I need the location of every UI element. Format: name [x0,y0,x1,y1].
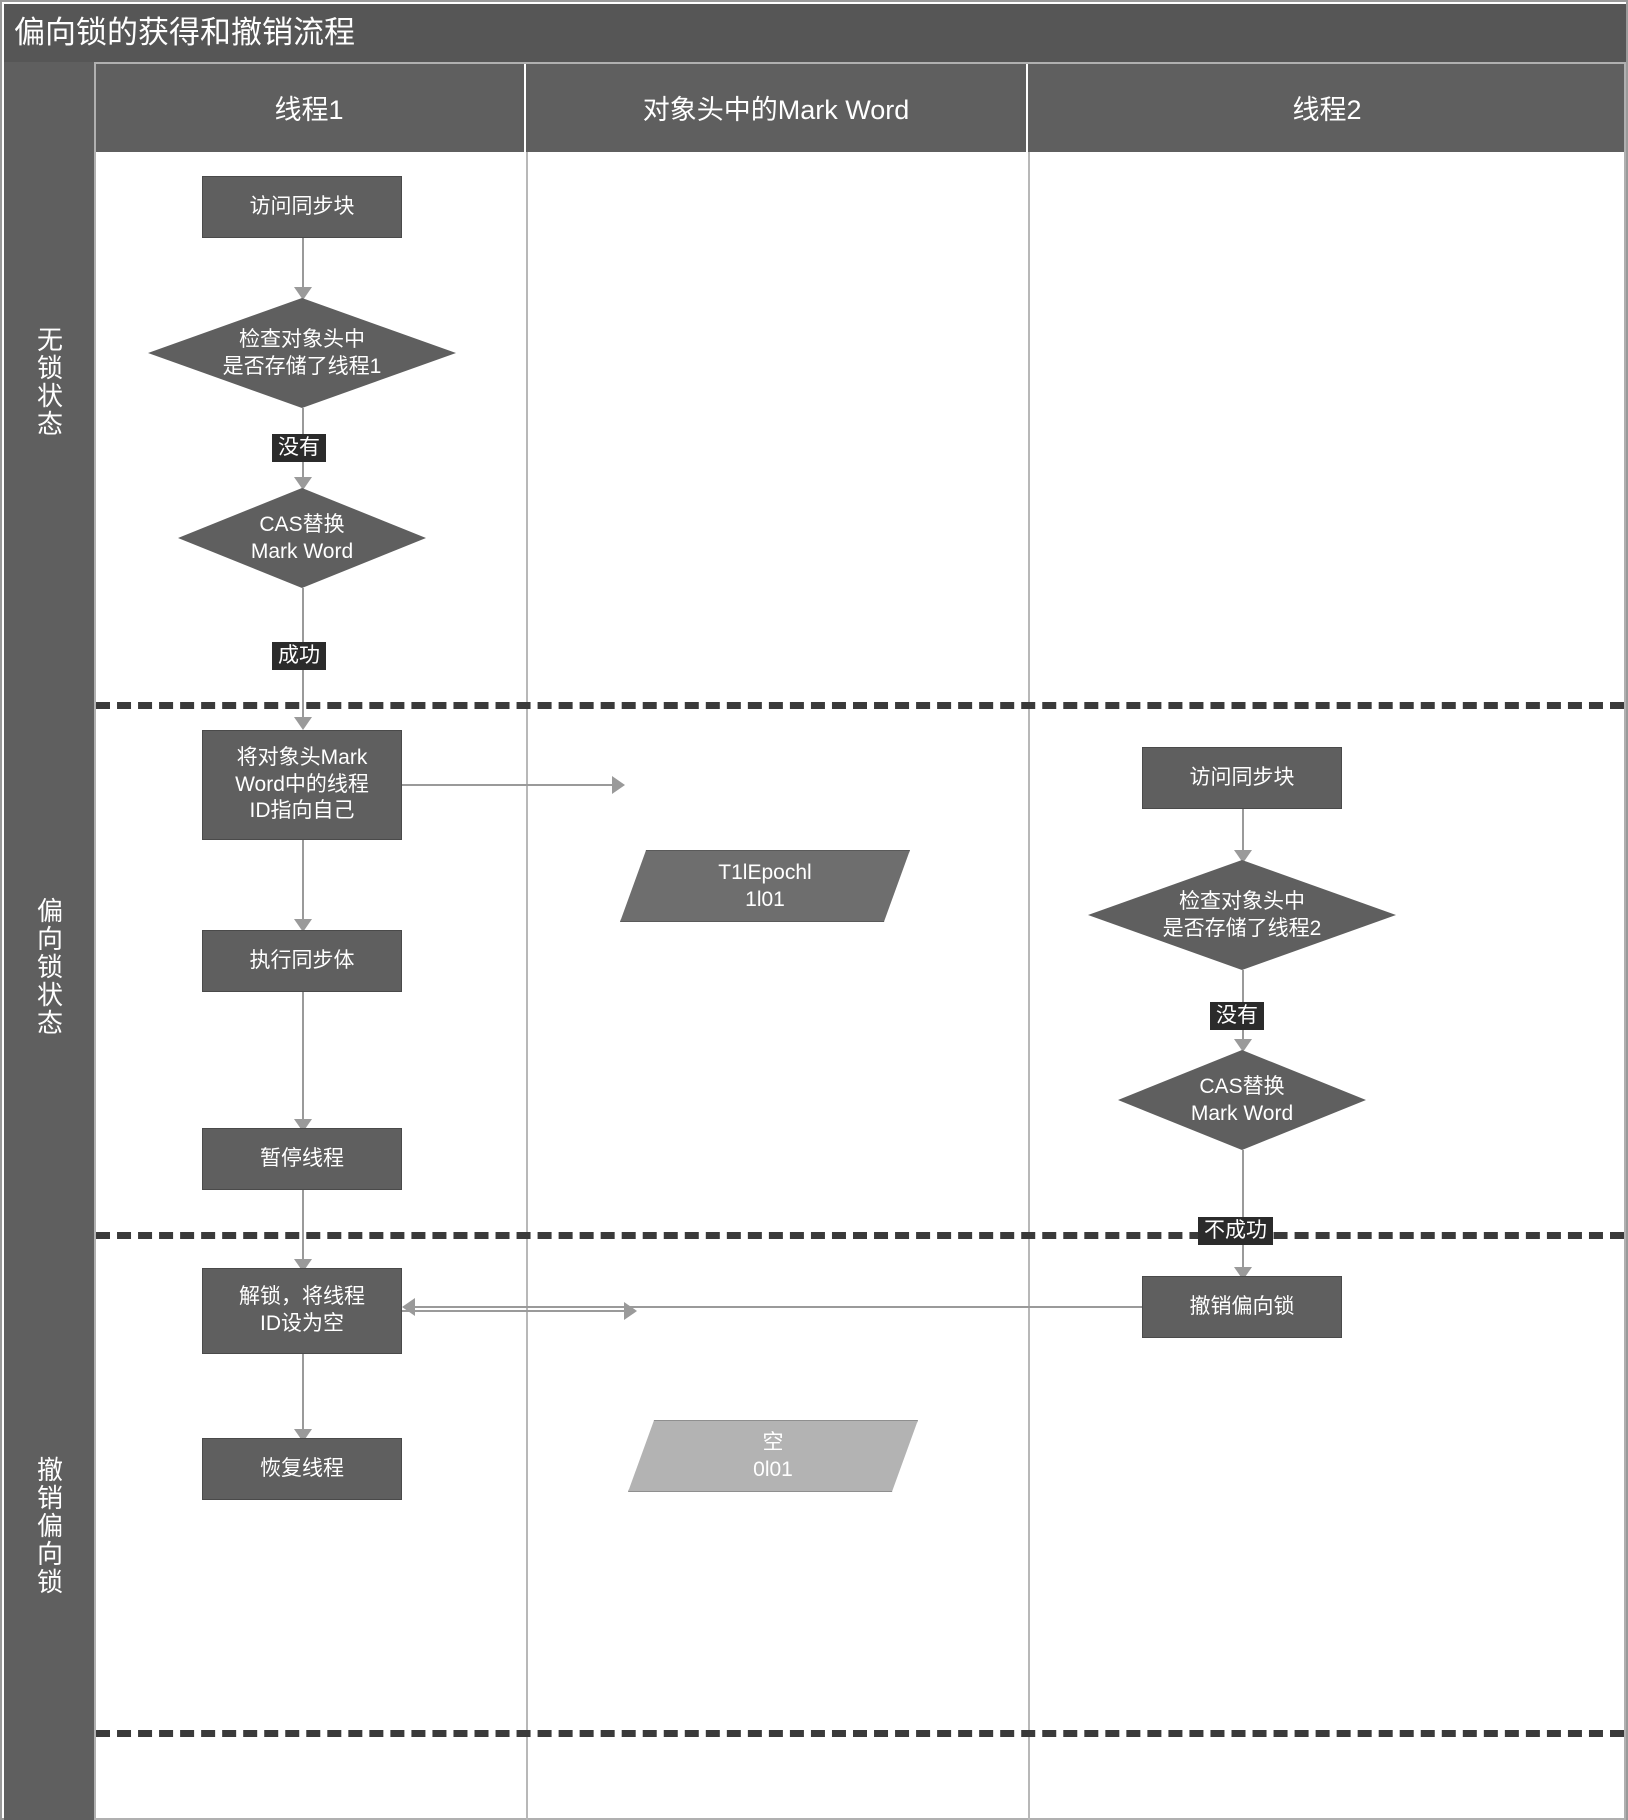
column-header-thread1-label: 线程1 [274,94,344,125]
node-t2-revoke-biased-lock-label: 撤销偏向锁 [1189,1294,1295,1318]
node-t1-resume-thread[interactable]: 恢复线程 [202,1438,402,1500]
node-markword-biased-line1: T1lEpochl [718,860,812,884]
node-markword-empty-line1: 空 [762,1430,784,1454]
node-t1-check-thread-id[interactable]: 检查对象头中 是否存储了线程1 [148,298,456,408]
arrowhead-t1-cas-to-point-self [294,717,312,730]
node-t2-check-line2: 是否存储了线程2 [1162,917,1322,940]
node-t2-check-line1: 检查对象头中 [1179,889,1305,913]
node-t1-access-sync-block-label: 访问同步块 [249,194,355,218]
node-t1-unlock-line1: 解锁，将线程 [239,1285,365,1309]
node-t2-cas-line1: CAS替换 [1199,1074,1285,1098]
node-t1-point-thread-id-self-text: 将对象头Mark Word中的线程 ID指向自己 [235,745,369,826]
column-header-markword-label: 对象头中的Mark Word [642,94,910,125]
edge-label-t1-success: 成功 [272,642,326,671]
state-band-unlocked: 无锁状态 [4,62,94,702]
node-t1-point-line3: ID指向自己 [249,799,355,823]
edge-label-t1-no: 没有 [272,434,326,463]
node-t1-check-line1: 检查对象头中 [239,327,365,351]
node-t1-unlock-clear-thread-id[interactable]: 解锁，将线程 ID设为空 [202,1268,402,1354]
column-header-markword: 对象头中的Mark Word [526,62,1028,152]
node-t1-point-line2: Word中的线程 [235,772,369,796]
connector-t2-access-to-check [1242,809,1244,859]
state-divider-unlocked-biased [96,702,1624,709]
connector-t1-access-to-check [302,238,304,296]
node-t1-check-line2: 是否存储了线程1 [222,355,382,378]
node-t1-cas-line2: Mark Word [250,540,354,563]
edge-label-t2-fail: 不成功 [1198,1217,1273,1246]
node-t1-point-line1: 将对象头Mark [236,745,368,769]
diagram-title: 偏向锁的获得和撤销流程 [4,4,1626,62]
edge-label-t2-no: 没有 [1210,1002,1264,1031]
state-divider-biased-revoke [96,1232,1624,1239]
arrowhead-t1-to-markword-2 [624,1302,637,1320]
state-band-revoke: 撤销偏向锁 [4,1232,94,1820]
arrowhead-t2-check-to-cas [1234,1039,1252,1052]
column-header-thread1: 线程1 [94,62,526,152]
node-t2-cas-replace[interactable]: CAS替换 Mark Word [1118,1050,1366,1150]
node-t2-access-sync-block[interactable]: 访问同步块 [1142,747,1342,809]
node-t1-check-thread-id-text: 检查对象头中 是否存储了线程1 [148,298,456,408]
node-t1-execute-sync-body-label: 执行同步体 [249,948,355,972]
arrowhead-t1-to-markword-1 [612,776,625,794]
node-markword-state-biased-text: T1lEpochl 1l01 [620,850,910,922]
node-t1-unlock-line2: ID设为空 [260,1312,344,1335]
connector-t1-to-markword-1 [402,784,616,786]
arrowhead-t1-point-to-exec [294,919,312,932]
node-markword-state-empty-text: 空 0l01 [628,1420,918,1492]
connector-t1-to-markword-2 [402,1310,628,1312]
connector-t1-pause-to-unlock [302,1190,304,1268]
node-t1-cas-replace[interactable]: CAS替换 Mark Word [178,488,426,588]
node-t2-check-thread-id[interactable]: 检查对象头中 是否存储了线程2 [1088,860,1396,970]
lane-separator-1 [526,152,528,1820]
node-t2-cas-line2: Mark Word [1190,1102,1294,1125]
state-band-revoke-label: 撤销偏向锁 [33,1456,64,1596]
connector-t1-unlock-to-resume [302,1354,304,1438]
lane-separator-2 [1028,152,1030,1820]
node-t1-cas-replace-text: CAS替换 Mark Word [178,488,426,588]
node-t1-point-thread-id-self[interactable]: 将对象头Mark Word中的线程 ID指向自己 [202,730,402,840]
arrowhead-revoke-to-pause [402,1298,415,1316]
state-band-biased: 偏向锁状态 [4,702,94,1232]
arrowhead-t1-check-to-cas [294,477,312,490]
node-t1-cas-line1: CAS替换 [259,512,345,536]
node-t2-cas-replace-text: CAS替换 Mark Word [1118,1050,1366,1150]
node-t2-access-sync-block-label: 访问同步块 [1189,765,1295,789]
node-t1-access-sync-block[interactable]: 访问同步块 [202,176,402,238]
connector-t1-point-to-exec [302,840,304,928]
node-markword-biased-line2: 1l01 [745,888,785,911]
node-t2-revoke-biased-lock[interactable]: 撤销偏向锁 [1142,1276,1342,1338]
node-markword-state-empty[interactable]: 空 0l01 [628,1420,918,1492]
node-t1-resume-thread-label: 恢复线程 [260,1456,344,1480]
node-t2-check-thread-id-text: 检查对象头中 是否存储了线程2 [1088,860,1396,970]
state-divider-revoke-end [96,1730,1624,1737]
node-markword-state-biased[interactable]: T1lEpochl 1l01 [620,850,910,922]
node-t1-unlock-text: 解锁，将线程 ID设为空 [239,1284,365,1338]
arrowhead-t1-access-to-check [294,287,312,300]
connector-t2-cas-to-revoke [1242,1150,1244,1276]
node-t1-pause-thread[interactable]: 暂停线程 [202,1128,402,1190]
node-markword-state-empty-shape [628,1420,918,1492]
node-t1-execute-sync-body[interactable]: 执行同步体 [202,930,402,992]
state-band-biased-label: 偏向锁状态 [33,897,64,1037]
node-t1-pause-thread-label: 暂停线程 [260,1146,344,1170]
column-header-thread2: 线程2 [1028,62,1626,152]
arrowhead-t2-access-to-check [1234,850,1252,863]
connector-t1-exec-to-pause [302,992,304,1130]
node-markword-empty-line2: 0l01 [753,1458,793,1481]
connector-revoke-to-pause [414,1306,1142,1308]
column-header-thread2-label: 线程2 [1292,94,1362,125]
state-band-unlocked-label: 无锁状态 [33,326,64,438]
